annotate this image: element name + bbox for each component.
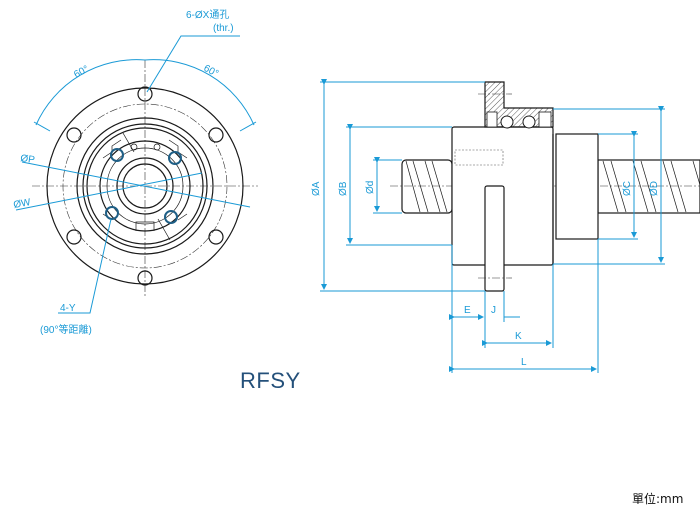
unit-label: 單位:mm (632, 492, 684, 506)
dim-k-label: K (515, 331, 522, 342)
tapped-hole (110, 148, 124, 162)
tap-leader (58, 218, 112, 314)
bolt-hole (137, 86, 153, 102)
retainer-outer (99, 140, 191, 232)
front-view: 60° 60° 6-ØX通孔 (thr.) ØP ØW 4-Y (90°等距離) (13, 9, 258, 336)
dim-d-label: ØD (649, 181, 660, 196)
bolt-hole (208, 127, 224, 143)
dim-c-label: ØC (622, 181, 633, 196)
thread-lines (602, 160, 700, 213)
angle-arc-right (144, 59, 255, 126)
hole-leader (146, 35, 240, 93)
dim-a-label: ØA (311, 181, 322, 196)
nut-ring-3 (86, 127, 204, 245)
dia-w-line (15, 172, 203, 211)
bearing-ball (500, 115, 514, 129)
bearing-race (486, 111, 498, 128)
dia-p-line (21, 161, 251, 208)
retainer-slit (122, 132, 171, 241)
small-hole (130, 143, 138, 151)
bolt-hole (66, 127, 82, 143)
flange-outer-circle (46, 87, 244, 285)
angle-ext-left (33, 121, 51, 132)
thread-lines (405, 160, 448, 213)
model-title: RFSY (240, 368, 301, 393)
dia-p-label: ØP (20, 153, 36, 166)
dim-b-label: ØB (338, 181, 349, 196)
bolt-hole (137, 270, 153, 286)
tapped-hole (168, 151, 182, 165)
bearing-race (538, 111, 552, 128)
retainer-inner (106, 147, 184, 225)
bolt-hole (208, 229, 224, 245)
dim-l-label: L (521, 357, 527, 368)
angle-left-label: 60° (72, 64, 91, 81)
angle-right-label: 60° (202, 63, 221, 80)
angle-arc-left (35, 59, 146, 126)
side-view: ØA ØB Ød ØC ØD E J K (311, 79, 700, 373)
tapped-hole (105, 206, 119, 220)
housing-section (484, 81, 554, 128)
tapped-hole (164, 210, 178, 224)
nut-end-cap (555, 133, 599, 240)
shaft-inner (122, 163, 168, 209)
hole-callout-line1: 6-ØX通孔 (186, 9, 229, 21)
bearing-ball (522, 115, 536, 129)
tap-callout-line1: 4-Y (60, 303, 76, 314)
bolt-hole (66, 229, 82, 245)
dia-w-label: ØW (13, 197, 32, 211)
bolt-circle (62, 103, 228, 269)
tap-callout-line2: (90°等距離) (40, 323, 92, 336)
tapped-holes (105, 148, 182, 224)
shaft-outer (116, 157, 174, 215)
dim-j-label: J (491, 305, 496, 316)
nut-ring-2 (82, 123, 208, 249)
flange-lower (484, 185, 505, 292)
bolt-holes (66, 86, 224, 286)
dim-dsmall-label: Ød (365, 181, 376, 194)
dim-e-label: E (464, 305, 471, 316)
small-hole (153, 143, 161, 151)
hole-callout-line2: (thr.) (213, 23, 234, 34)
nut-ring-1 (76, 117, 214, 255)
screw-shaft-left (401, 159, 453, 214)
angle-ext-right (239, 121, 257, 132)
